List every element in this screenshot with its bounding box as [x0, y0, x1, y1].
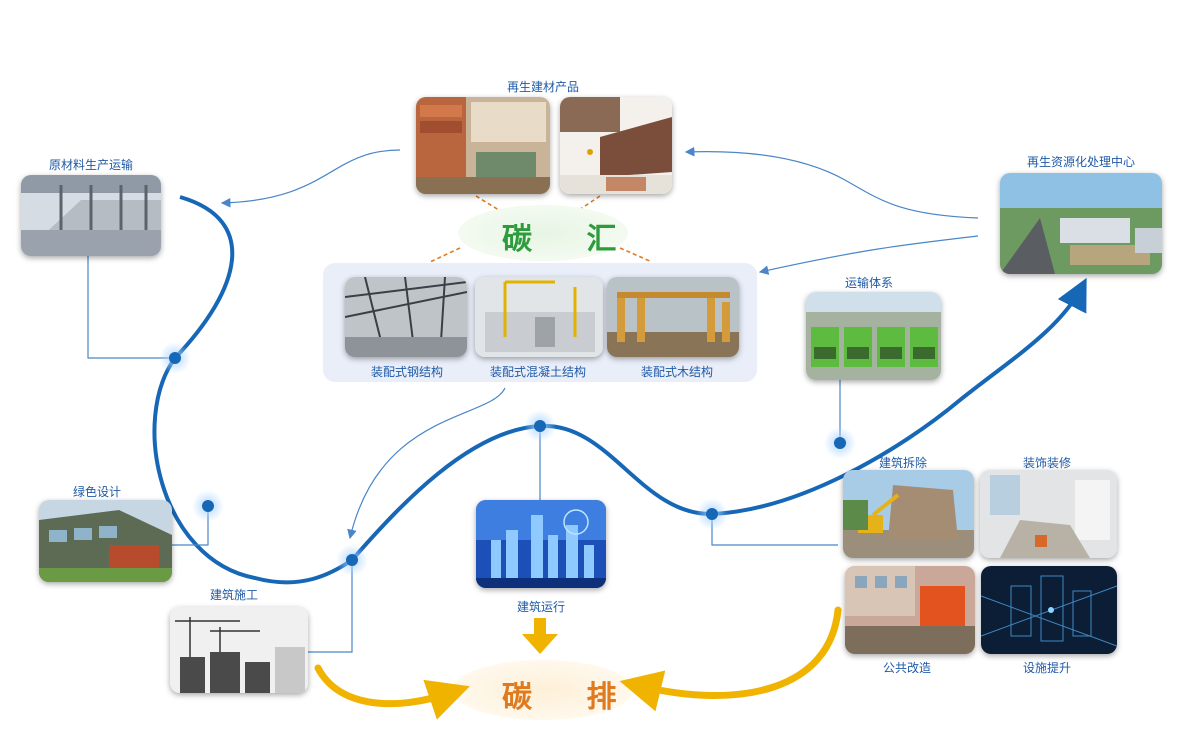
lifecycle-nodes	[159, 342, 856, 576]
photo-public-retrofit	[845, 566, 975, 654]
photo-transport-system	[806, 292, 941, 380]
photo-facility-upgrade	[981, 566, 1117, 654]
photo-green-design	[39, 500, 172, 582]
label-recycling-center: 再生资源化处理中心	[1026, 155, 1136, 169]
photo-demolition	[843, 470, 974, 558]
photo-renovation	[980, 470, 1117, 558]
label-facility-upgrade: 设施提升	[1022, 661, 1072, 675]
carbon-sink-bubble	[458, 205, 628, 261]
label-operation: 建筑运行	[516, 600, 566, 614]
carbon-emission-bubble	[453, 660, 633, 720]
down-arrow-icon	[522, 618, 558, 654]
photo-steel-structure	[345, 277, 467, 357]
label-recycled-products: 再生建材产品	[506, 80, 580, 94]
photo-timber-structure	[607, 277, 739, 357]
photo-recycled-products-2	[560, 97, 672, 194]
photo-recycled-products-1	[416, 97, 550, 194]
label-transport-system: 运输体系	[844, 276, 894, 290]
photo-concrete-structure	[475, 277, 603, 357]
emission-arrows	[314, 606, 842, 720]
photo-operation	[476, 500, 606, 588]
lifecycle-main-curve	[152, 195, 1087, 585]
label-public-retrofit: 公共改造	[882, 661, 932, 675]
label-construction: 建筑施工	[209, 588, 259, 602]
carbon-sink-label: 碳 汇	[502, 222, 639, 257]
label-concrete-structure: 装配式混凝土结构	[489, 365, 587, 379]
label-raw-material: 原材料生产运输	[48, 158, 134, 172]
label-green-design: 绿色设计	[72, 485, 122, 499]
carbon-emission-label: 碳 排	[502, 680, 639, 715]
photo-recycling-center	[1000, 173, 1162, 274]
photo-construction	[170, 607, 308, 693]
label-steel-structure: 装配式钢结构	[370, 365, 444, 379]
connector-lines	[87, 146, 979, 653]
label-demolition: 建筑拆除	[878, 456, 928, 470]
label-renovation: 装饰装修	[1022, 456, 1072, 470]
label-timber-structure: 装配式木结构	[640, 365, 714, 379]
photo-raw-material	[21, 175, 161, 256]
